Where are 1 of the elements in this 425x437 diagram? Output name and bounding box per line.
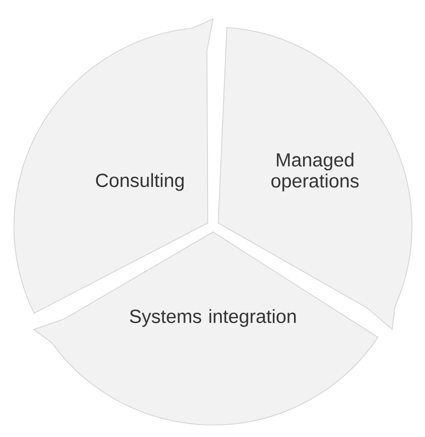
cycle-segment: Systems integration [33, 232, 378, 426]
